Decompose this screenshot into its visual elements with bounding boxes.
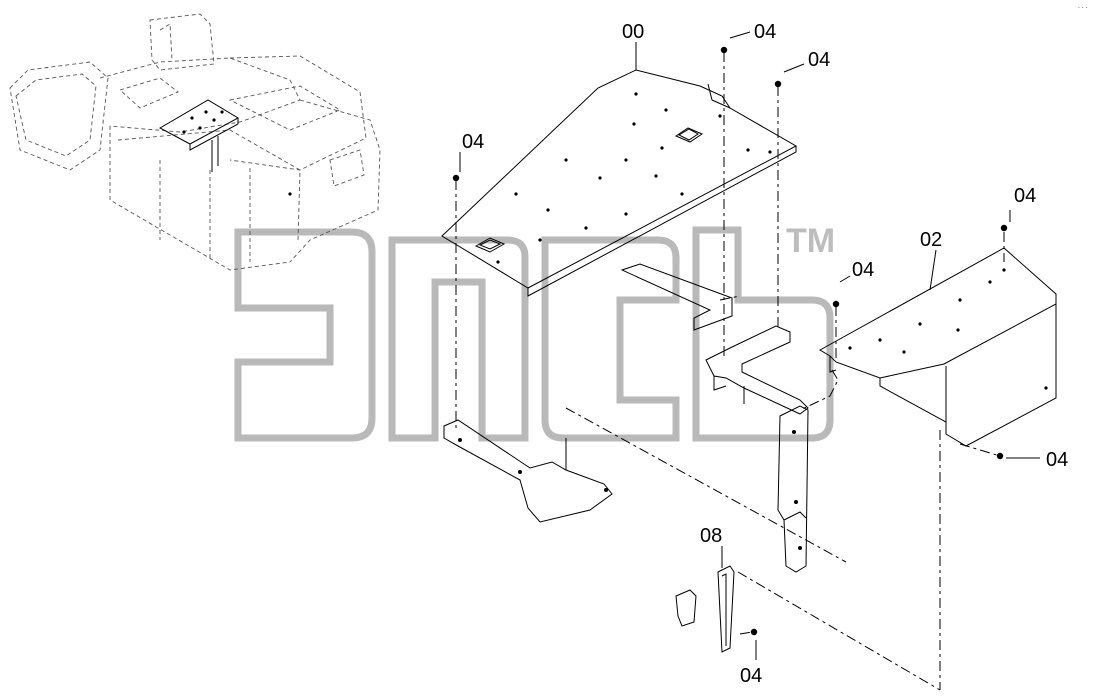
callout-label-08: 08	[700, 525, 722, 547]
callout-labels: 00 04 04 04 04 02 04 04 08 04	[462, 21, 1068, 687]
callout-label-04: 04	[808, 49, 830, 71]
callout-label-02: 02	[920, 229, 942, 251]
callout-label-04: 04	[740, 665, 762, 687]
watermark-logo: TM	[234, 222, 835, 442]
bolts	[452, 46, 1008, 636]
bracket-part-08	[675, 565, 735, 653]
callout-label-00: 00	[622, 21, 644, 43]
callout-label-04: 04	[852, 259, 874, 281]
callout-label-04: 04	[754, 21, 776, 43]
corner-mark: · · ·	[1078, 5, 1088, 12]
floor-plate-part-00	[441, 69, 798, 297]
watermark-trademark: TM	[786, 222, 835, 260]
callout-label-04: 04	[1046, 449, 1068, 471]
bracket-support-left	[443, 263, 733, 523]
assembly-lines	[455, 52, 1005, 691]
callout-leaders	[459, 31, 1040, 660]
side-cover-part-02	[818, 247, 1057, 447]
floor-plate-holes	[496, 92, 772, 264]
callout-label-04: 04	[462, 131, 484, 153]
callout-label-04: 04	[1014, 185, 1036, 207]
excavator-context-drawing	[9, 13, 381, 271]
